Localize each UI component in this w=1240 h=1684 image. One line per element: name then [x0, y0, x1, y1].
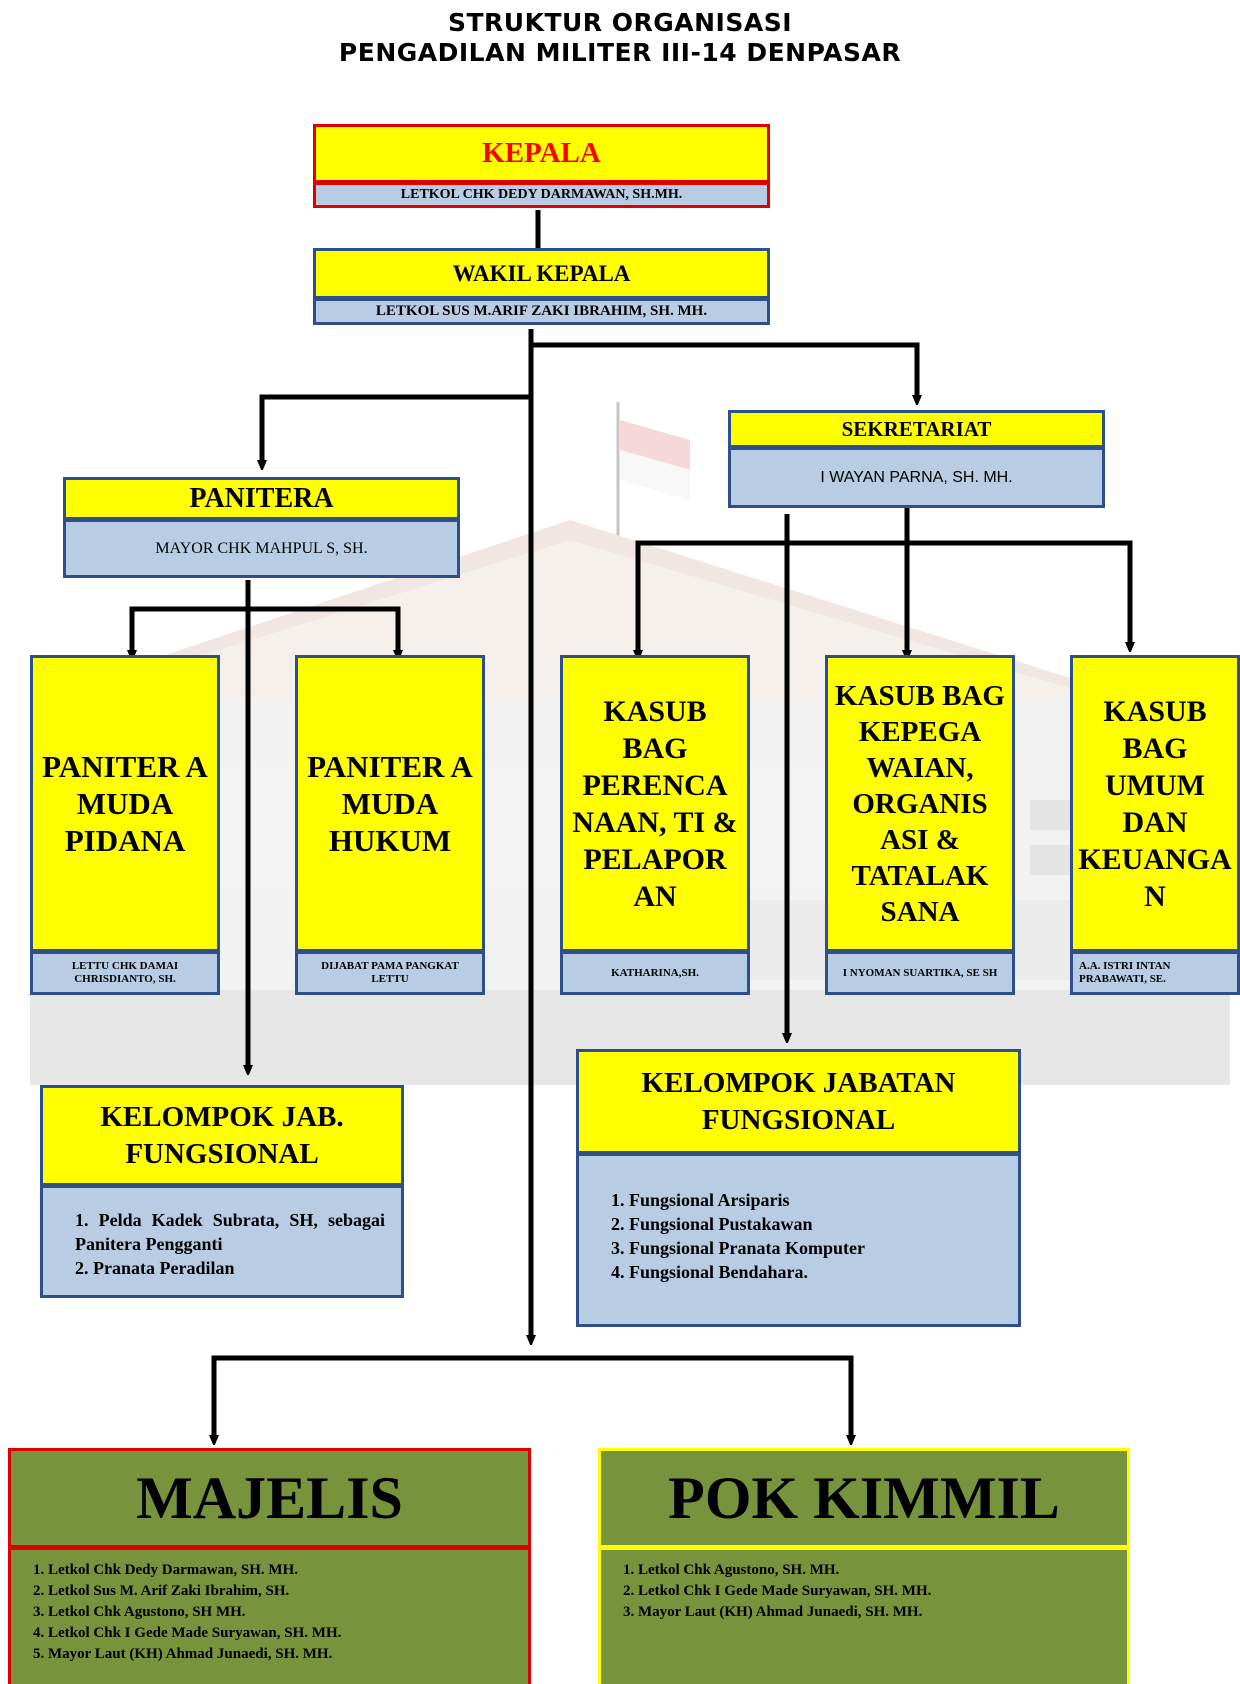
panitera-muda-hukum-box: PANITER A MUDA HUKUM	[295, 655, 485, 952]
connector-to-kasub-umum	[907, 540, 1130, 647]
kasub-bag-kepegawaian-name: I NYOMAN SUARTIKA, SE SH	[842, 966, 998, 979]
kasub-bag-umum-name: A.A. ISTRI INTAN PRABAWATI, SE.	[1079, 960, 1171, 985]
pok-kimmil-title-box: POK KIMMIL	[598, 1448, 1130, 1548]
sekretariat-name-box: I WAYAN PARNA, SH. MH.	[728, 447, 1105, 508]
kelompok-jabatan-fungsional-title: KELOMPOK JABATAN FUNGSIONAL	[641, 1066, 956, 1136]
connector-to-majelis	[214, 1355, 531, 1440]
chart-title-line1: STRUKTUR ORGANISASI	[447, 8, 793, 37]
kelompok-jab-fungsional-list-box: 1. Pelda Kadek Subrata, SH, sebagai Pani…	[40, 1185, 404, 1298]
connector-to-panitera	[262, 394, 531, 465]
panitera-muda-pidana-title: PANITER A MUDA PIDANA	[42, 749, 208, 858]
panitera-muda-hukum-title: PANITER A MUDA HUKUM	[307, 749, 473, 858]
kasub-bag-perencanaan-box: KASUB BAG PERENCA NAAN, TI & PELAPOR AN	[560, 655, 750, 952]
chart-title-line2: PENGADILAN MILITER III-14 DENPASAR	[338, 38, 902, 67]
kasub-bag-umum-title: KASUB BAG UMUM DAN KEUANGA N	[1078, 694, 1232, 913]
panitera-title: PANITERA	[189, 482, 334, 514]
kasub-bag-perencanaan-name: KATHARINA,SH.	[611, 966, 699, 979]
majelis-member-4: 4. Letkol Chk I Gede Made Suryawan, SH. …	[33, 1625, 342, 1641]
kelompok-jab-fungsional-title-box: KELOMPOK JAB. FUNGSIONAL	[40, 1085, 404, 1186]
connector-to-pok-kimmil	[531, 1355, 851, 1440]
sekretariat-title: SEKRETARIAT	[841, 416, 992, 441]
panitera-title-box: PANITERA	[63, 477, 460, 520]
kasub-bag-kepegawaian-box: KASUB BAG KEPEGA WAIAN, ORGANIS ASI & TA…	[825, 655, 1015, 952]
wakil-kepala-name-box: LETKOL SUS M.ARIF ZAKI IBRAHIM, SH. MH.	[313, 298, 770, 325]
connector-to-kasub-perencanaan	[638, 540, 907, 655]
pok-kimmil-list-box: 1. Letkol Chk Agustono, SH. MH. 2. Letko…	[598, 1547, 1130, 1684]
pok-kimmil-member-1: 1. Letkol Chk Agustono, SH. MH.	[623, 1562, 840, 1578]
kelompok-jabatan-fungsional-list-box: 1. Fungsional Arsiparis 2. Fungsional Pu…	[576, 1153, 1021, 1327]
kelompok-right-item-3: 3. Fungsional Pranata Komputer	[611, 1238, 866, 1258]
pok-kimmil-member-3: 3. Mayor Laut (KH) Ahmad Junaedi, SH. MH…	[623, 1604, 923, 1620]
kelompok-left-item-1: 1. Pelda Kadek Subrata, SH, sebagai Pani…	[75, 1210, 385, 1254]
wakil-kepala-title-box: WAKIL KEPALA	[313, 248, 770, 299]
majelis-member-2: 2. Letkol Sus M. Arif Zaki Ibrahim, SH.	[33, 1583, 290, 1599]
panitera-muda-pidana-name-box: LETTU CHK DAMAI CHRISDIANTO, SH.	[30, 951, 220, 995]
panitera-name-box: MAYOR CHK MAHPUL S, SH.	[63, 519, 460, 578]
kelompok-right-item-1: 1. Fungsional Arsiparis	[611, 1190, 790, 1210]
panitera-muda-pidana-box: PANITER A MUDA PIDANA	[30, 655, 220, 952]
kepala-name: LETKOL CHK DEDY DARMAWAN, SH.MH.	[400, 187, 683, 202]
majelis-member-3: 3. Letkol Chk Agustono, SH MH.	[33, 1604, 246, 1620]
connector-to-panitera-muda-pidana	[132, 606, 248, 655]
kasub-bag-umum-box: KASUB BAG UMUM DAN KEUANGA N	[1070, 655, 1240, 952]
kelompok-right-item-4: 4. Fungsional Bendahara.	[611, 1262, 809, 1282]
connector-to-sekretariat	[531, 342, 917, 400]
kelompok-jabatan-fungsional-title-box: KELOMPOK JABATAN FUNGSIONAL	[576, 1049, 1021, 1154]
panitera-muda-hukum-name: DIJABAT PAMA PANGKAT LETTU	[321, 960, 459, 985]
kepala-title: KEPALA	[482, 137, 601, 169]
majelis-member-5: 5. Mayor Laut (KH) Ahmad Junaedi, SH. MH…	[33, 1646, 333, 1662]
kepala-title-box: KEPALA	[313, 124, 770, 183]
pok-kimmil-title: POK KIMMIL	[668, 1464, 1060, 1531]
kasub-bag-perencanaan-title: KASUB BAG PERENCA NAAN, TI & PELAPOR AN	[572, 694, 738, 913]
sekretariat-name: I WAYAN PARNA, SH. MH.	[820, 468, 1013, 486]
wakil-kepala-name: LETKOL SUS M.ARIF ZAKI IBRAHIM, SH. MH.	[375, 303, 708, 319]
sekretariat-title-box: SEKRETARIAT	[728, 410, 1105, 448]
panitera-muda-pidana-name: LETTU CHK DAMAI CHRISDIANTO, SH.	[71, 960, 179, 985]
kasub-bag-umum-name-box: A.A. ISTRI INTAN PRABAWATI, SE.	[1070, 951, 1240, 995]
connector-to-panitera-muda-hukum	[248, 606, 398, 655]
kasub-bag-kepegawaian-name-box: I NYOMAN SUARTIKA, SE SH	[825, 951, 1015, 995]
panitera-muda-hukum-name-box: DIJABAT PAMA PANGKAT LETTU	[295, 951, 485, 995]
kelompok-jab-fungsional-title: KELOMPOK JAB. FUNGSIONAL	[100, 1100, 344, 1170]
majelis-title: MAJELIS	[136, 1464, 403, 1531]
kasub-bag-kepegawaian-title: KASUB BAG KEPEGA WAIAN, ORGANIS ASI & TA…	[834, 679, 1005, 928]
kelompok-left-item-2: 2. Pranata Peradilan	[75, 1258, 235, 1278]
kasub-bag-perencanaan-name-box: KATHARINA,SH.	[560, 951, 750, 995]
panitera-name: MAYOR CHK MAHPUL S, SH.	[155, 539, 368, 557]
majelis-member-1: 1. Letkol Chk Dedy Darmawan, SH. MH.	[33, 1562, 299, 1578]
kelompok-right-item-2: 2. Fungsional Pustakawan	[611, 1214, 813, 1234]
majelis-list-box: 1. Letkol Chk Dedy Darmawan, SH. MH. 2. …	[8, 1547, 531, 1684]
wakil-kepala-title: WAKIL KEPALA	[452, 260, 631, 286]
kepala-name-box: LETKOL CHK DEDY DARMAWAN, SH.MH.	[313, 182, 770, 208]
pok-kimmil-member-2: 2. Letkol Chk I Gede Made Suryawan, SH. …	[623, 1583, 932, 1599]
majelis-title-box: MAJELIS	[8, 1448, 531, 1548]
